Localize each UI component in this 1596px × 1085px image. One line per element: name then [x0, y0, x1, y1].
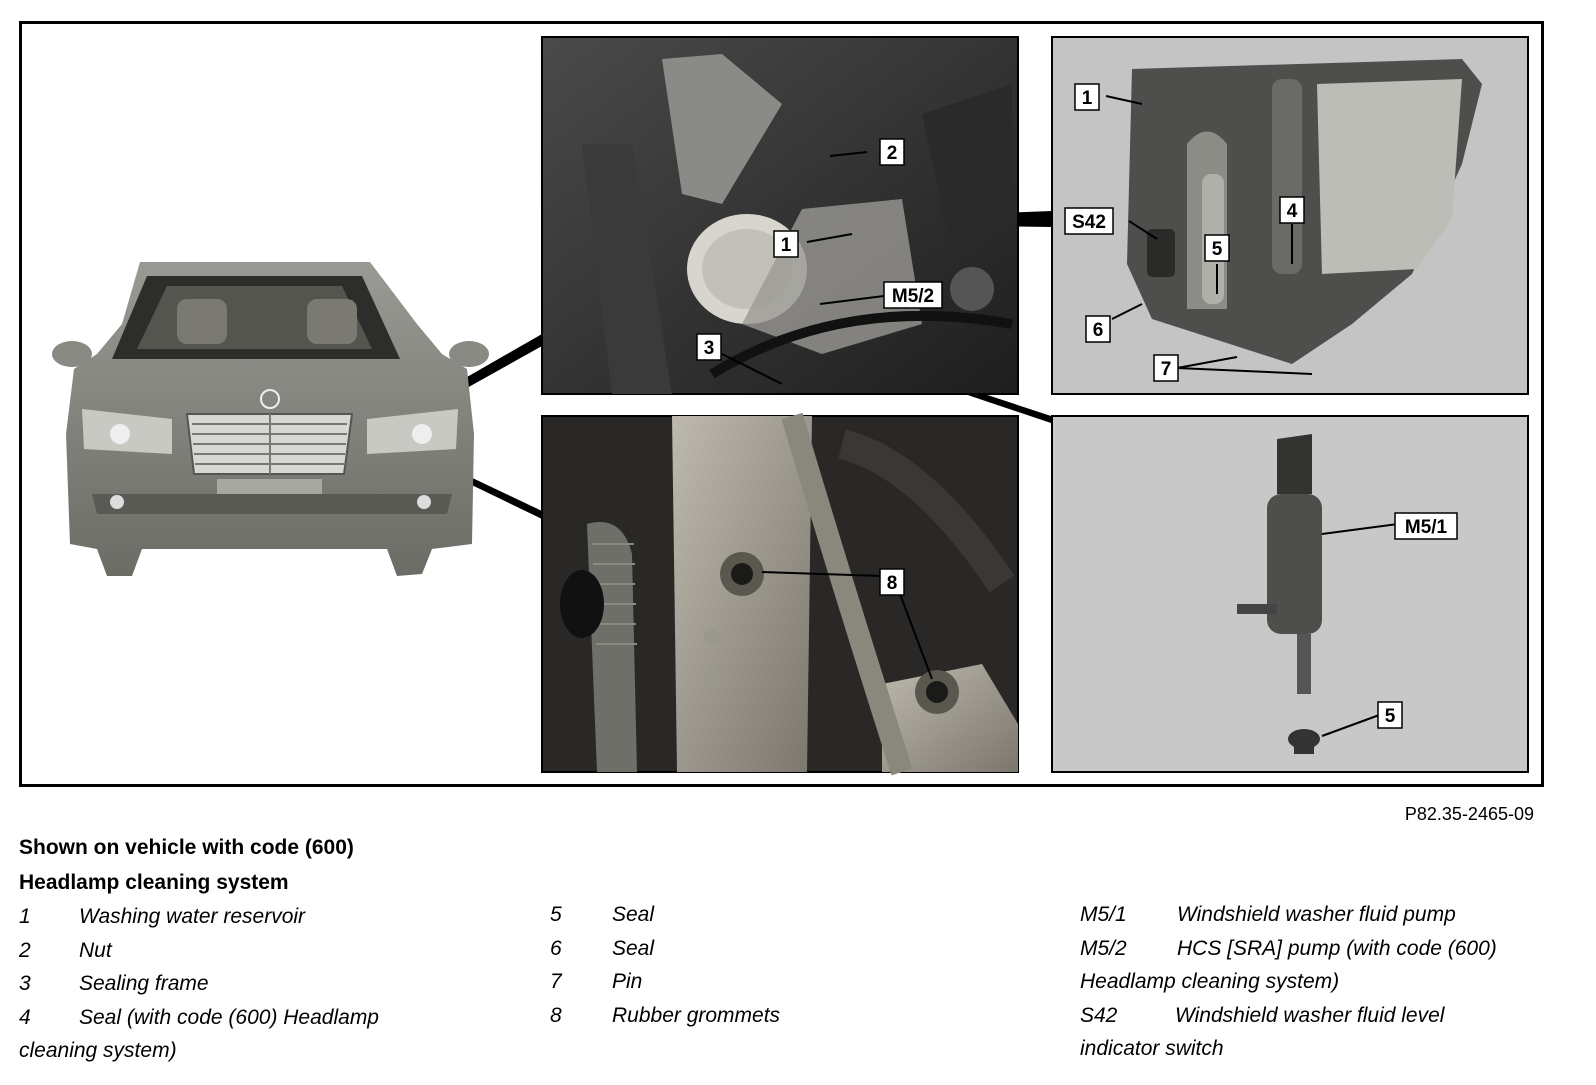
diagram-artwork: 2 1 M5/2 3 1 S42 4 5 — [52, 36, 1529, 776]
callout-1-reservoir: 1 — [1074, 83, 1100, 111]
svg-text:1: 1 — [781, 235, 792, 256]
svg-text:8: 8 — [887, 573, 898, 594]
legend-column-3: M5/1 Windshield washer fluid pump M5/2 H… — [1080, 898, 1550, 1066]
heading-system: Headlamp cleaning system — [19, 871, 289, 894]
legend-item-8: 8 Rubber grommets — [550, 1003, 781, 1027]
legend-item-m5-2: M5/2 HCS [SRA] pump (with code (600) — [1080, 936, 1497, 960]
heading-vehicle-code: Shown on vehicle with code (600) — [19, 836, 354, 859]
legend-item-m5-1: M5/1 Windshield washer fluid pump — [1080, 903, 1456, 926]
legend-item-s42-continued: indicator switch — [1080, 1037, 1224, 1060]
figure-id: P82.35-2465-09 — [1404, 804, 1534, 824]
svg-text:2: 2 — [887, 143, 898, 164]
svg-text:7: 7 — [1161, 359, 1172, 380]
svg-text:5: 5 — [1385, 706, 1396, 727]
legend-column-1: 1 Washing water reservoir 2 Nut 3 Sealin… — [19, 900, 459, 1068]
callout-6: 6 — [1085, 315, 1111, 343]
grommets-panel — [541, 412, 1019, 776]
legend-item-4-continued: cleaning system) — [19, 1039, 177, 1062]
svg-text:M5/1: M5/1 — [1405, 517, 1448, 538]
legend-item-7: 7 Pin — [550, 970, 643, 993]
leader-lines — [721, 95, 1399, 737]
legend-item-s42: S42 Windshield washer fluid level — [1080, 1003, 1445, 1027]
legend-item-3: 3 Sealing frame — [19, 972, 209, 995]
legend-item-2: 2 Nut — [19, 938, 112, 962]
callout-4: 4 — [1279, 196, 1305, 224]
callout-m5-2: M5/2 — [883, 281, 943, 309]
legend-item-4: 4 Seal (with code (600) Headlamp — [19, 1005, 379, 1029]
svg-text:1: 1 — [1082, 88, 1093, 109]
callout-3: 3 — [696, 333, 722, 361]
callout-8: 8 — [879, 568, 905, 596]
svg-text:S42: S42 — [1072, 212, 1106, 233]
callout-1: 1 — [773, 230, 799, 258]
legend-column-2: 5 Seal 6 Seal 7 Pin 8 Rubber grommets — [550, 898, 990, 1032]
callout-labels: 2 1 M5/2 3 1 S42 4 5 — [696, 83, 1458, 729]
svg-text:M5/2: M5/2 — [892, 286, 934, 307]
legend-item-5: 5 Seal — [550, 903, 655, 926]
vehicle-front-view — [52, 262, 489, 576]
callout-m5-1: M5/1 — [1394, 512, 1458, 540]
callout-5-reservoir: 5 — [1204, 234, 1230, 262]
svg-text:3: 3 — [704, 338, 715, 359]
legend-item-1: 1 Washing water reservoir — [19, 905, 306, 928]
callout-s42: S42 — [1064, 207, 1114, 235]
legend-item-m5-2-continued: Headlamp cleaning system) — [1080, 970, 1340, 993]
engine-bay-panel — [541, 36, 1019, 395]
diagram-frame: 2 1 M5/2 3 1 S42 4 5 — [19, 21, 1544, 787]
svg-text:6: 6 — [1093, 320, 1104, 341]
svg-text:5: 5 — [1212, 239, 1223, 260]
callout-5-pump: 5 — [1377, 701, 1403, 729]
callout-7: 7 — [1153, 354, 1179, 382]
callout-2: 2 — [879, 138, 905, 166]
pump-panel — [1051, 415, 1529, 773]
svg-text:4: 4 — [1287, 201, 1298, 222]
legend-item-6: 6 Seal — [550, 936, 655, 960]
